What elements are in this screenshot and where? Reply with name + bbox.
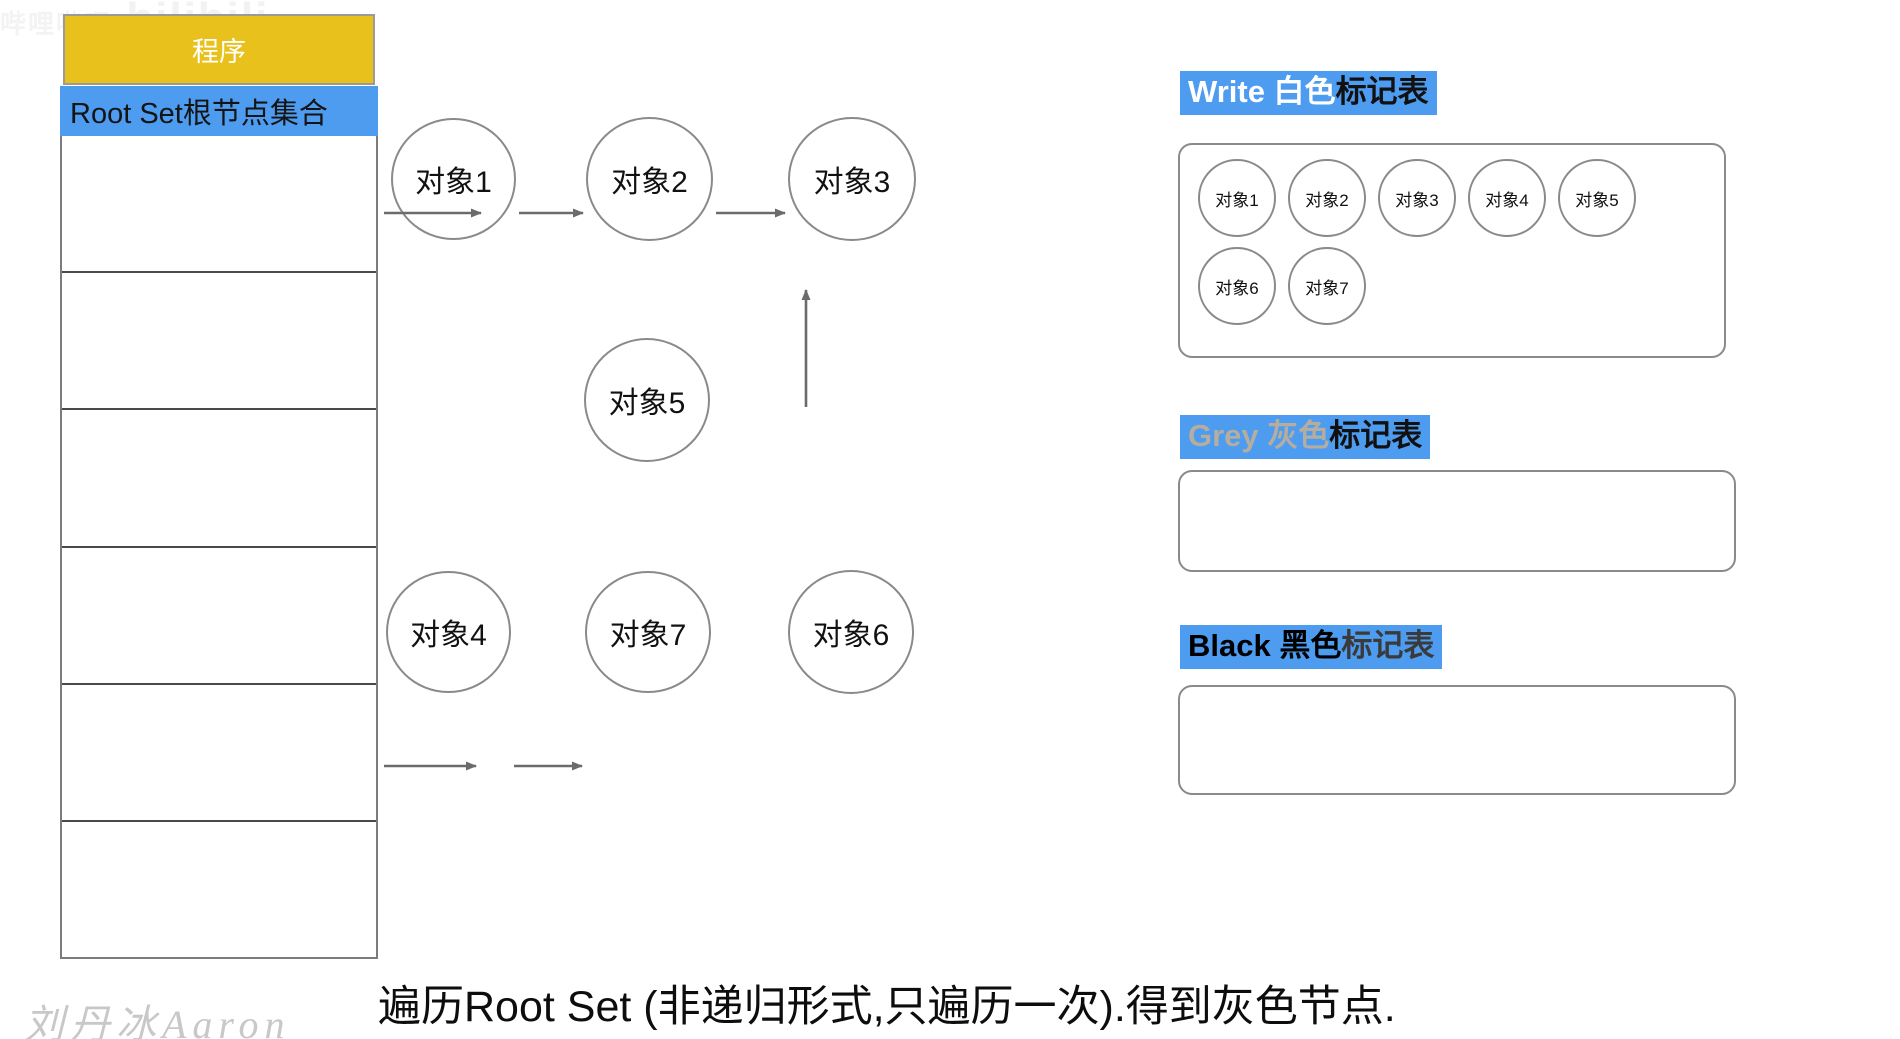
mark-table-chip[interactable]: 对象3: [1378, 159, 1456, 237]
mark-table-header-grey: Grey 灰色标记表: [1180, 415, 1431, 459]
mark-table-chip-label: 对象3: [1395, 190, 1439, 210]
mark-table-chip[interactable]: 对象6: [1198, 247, 1276, 325]
graph-node-obj7[interactable]: 对象7: [585, 571, 711, 693]
graph-node-label: 对象1: [415, 166, 492, 199]
mark-table-chip[interactable]: 对象4: [1468, 159, 1546, 237]
mark-table-header-tail: 标记表: [1329, 418, 1423, 453]
mark-table-header-tail: 标记表: [1341, 628, 1435, 663]
mark-table-chip[interactable]: 对象7: [1288, 247, 1366, 325]
root-set-row[interactable]: [62, 410, 376, 548]
root-set-row[interactable]: [62, 273, 376, 411]
graph-node-obj1[interactable]: 对象1: [391, 118, 516, 240]
graph-node-label: 对象6: [812, 619, 890, 652]
mark-table-header-white: Write 白色标记表: [1180, 71, 1437, 115]
mark-table-chip-area: [1180, 472, 1734, 570]
mark-table-chip-label: 对象6: [1215, 278, 1259, 298]
mark-table-header-black: Black 黑色标记表: [1180, 625, 1443, 669]
mark-table-header-lead: Grey 灰色: [1188, 418, 1330, 453]
graph-node-obj4[interactable]: 对象4: [386, 571, 511, 693]
root-set-header: Root Set根节点集合: [60, 86, 378, 136]
root-set-row[interactable]: [62, 685, 376, 822]
graph-node-obj2[interactable]: 对象2: [586, 117, 713, 241]
mark-table-chip-label: 对象4: [1485, 190, 1529, 210]
mark-table-chip-area: 对象1 对象2 对象3 对象4 对象5 对象6 对象7: [1180, 145, 1724, 356]
root-set-table: Root Set根节点集合: [60, 86, 378, 959]
mark-table-chip-label: 对象1: [1215, 190, 1259, 210]
graph-node-label: 对象2: [611, 166, 688, 199]
author-watermark: 刘丹冰Aaron: [24, 1002, 291, 1039]
mark-table-chip-label: 对象7: [1305, 278, 1349, 298]
graph-node-label: 对象5: [608, 387, 686, 420]
graph-node-label: 对象3: [813, 166, 891, 199]
root-set-row[interactable]: [62, 548, 376, 685]
mark-table-chip-area: [1180, 687, 1734, 793]
graph-node-obj5[interactable]: 对象5: [584, 338, 710, 462]
mark-table-chip[interactable]: 对象2: [1288, 159, 1366, 237]
mark-table-chip[interactable]: 对象1: [1198, 159, 1276, 237]
mark-table-header-lead: Write 白色: [1188, 74, 1336, 109]
mark-table-body-white[interactable]: 对象1 对象2 对象3 对象4 对象5 对象6 对象7: [1178, 143, 1726, 358]
graph-node-label: 对象4: [410, 619, 487, 652]
mark-table-header-lead: Black 黑色: [1188, 628, 1342, 663]
root-set-row[interactable]: [62, 822, 376, 957]
mark-table-chip-label: 对象5: [1575, 190, 1619, 210]
graph-node-obj3[interactable]: 对象3: [788, 117, 916, 241]
program-box: 程序: [63, 14, 375, 85]
mark-table-header-tail: 标记表: [1335, 74, 1429, 109]
root-set-row[interactable]: [62, 136, 376, 274]
graph-node-label: 对象7: [609, 619, 687, 652]
mark-table-chip-label: 对象2: [1305, 190, 1349, 210]
program-label: 程序: [192, 37, 246, 67]
mark-table-chip[interactable]: 对象5: [1558, 159, 1636, 237]
mark-table-body-grey[interactable]: [1178, 470, 1736, 572]
step-caption: 遍历Root Set (非递归形式,只遍历一次).得到灰色节点.: [378, 983, 1396, 1031]
graph-node-obj6[interactable]: 对象6: [788, 570, 914, 694]
root-set-row-list: [62, 136, 376, 957]
mark-table-body-black[interactable]: [1178, 685, 1736, 795]
